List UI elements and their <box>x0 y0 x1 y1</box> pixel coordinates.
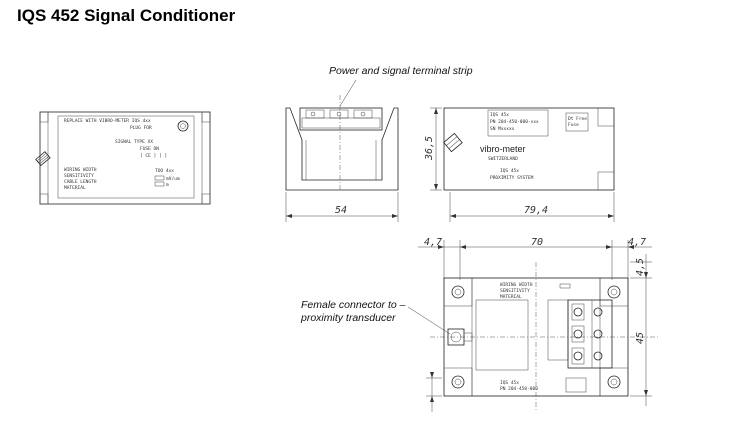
svg-text:PN 204-450-000: PN 204-450-000 <box>500 386 538 392</box>
end-view: 54 <box>285 79 399 222</box>
terminal-strip-callout: Power and signal terminal strip <box>329 65 473 77</box>
female-connector-callout-line1: Female connector to – <box>301 299 406 311</box>
svg-text:SIGNAL TYPE XX: SIGNAL TYPE XX <box>115 139 153 145</box>
page-title: IQS 452 Signal Conditioner <box>17 6 236 25</box>
svg-text:IQS 45x: IQS 45x <box>490 112 509 118</box>
dim-top-length: 70 <box>531 237 543 248</box>
svg-text:REPLACE WITH VIBRO-METER IQS 4: REPLACE WITH VIBRO-METER IQS 4xx <box>64 118 151 124</box>
dim-top-offset-left: 4,7 <box>424 237 442 248</box>
svg-text:PLUG FOR: PLUG FOR <box>130 125 152 131</box>
dim-right-top: 4,5 <box>635 258 646 276</box>
dim-height: 36,5 <box>424 136 435 161</box>
svg-text:WIRING WIDTH: WIRING WIDTH <box>500 282 533 288</box>
svg-text:PN 204-450-000-xxx: PN 204-450-000-xxx <box>490 119 539 125</box>
svg-text:CABLE LENGTH: CABLE LENGTH <box>64 179 97 185</box>
svg-text:mV/um: mV/um <box>166 176 180 182</box>
svg-text:IQS 45x: IQS 45x <box>500 380 519 386</box>
svg-text:SWITZERLAND: SWITZERLAND <box>488 156 518 162</box>
svg-text:SN Mxxxxx: SN Mxxxxx <box>490 126 515 132</box>
dim-top-offset-right: 4,7 <box>628 237 646 248</box>
svg-text:MATERIAL: MATERIAL <box>64 185 86 191</box>
dim-length: 79,4 <box>524 205 548 216</box>
svg-text:Fuse: Fuse <box>568 122 579 128</box>
svg-text:TOO 4xx: TOO 4xx <box>155 168 174 174</box>
system-text: PROXIMITY SYSTEM <box>490 175 534 181</box>
dim-width: 54 <box>335 205 347 216</box>
svg-text:SENSITIVITY: SENSITIVITY <box>500 288 530 294</box>
svg-text:MATERIAL: MATERIAL <box>500 294 522 300</box>
svg-text:FUSE ON: FUSE ON <box>140 146 159 152</box>
svg-text:m: m <box>166 183 169 188</box>
top-view: 4,7 70 4,7 <box>407 237 660 412</box>
side-view: Dt Free Fuse IQS 45x PN 204-450-000-xxx … <box>424 107 615 222</box>
dim-right-mid: 45 <box>635 332 646 344</box>
female-connector-callout-line2: proximity transducer <box>301 312 396 324</box>
svg-text:WIRING WIDTH: WIRING WIDTH <box>64 167 97 173</box>
svg-text:Dt Free: Dt Free <box>568 116 587 122</box>
front-label-view: REPLACE WITH VIBRO-METER IQS 4xx PLUG FO… <box>35 111 211 205</box>
brand-text: vibro-meter <box>480 144 526 154</box>
svg-text:SENSITIVITY: SENSITIVITY <box>64 173 94 179</box>
model-text: IQS 45x <box>500 168 519 174</box>
svg-text:[ CE ] [ ]: [ CE ] [ ] <box>140 153 167 159</box>
